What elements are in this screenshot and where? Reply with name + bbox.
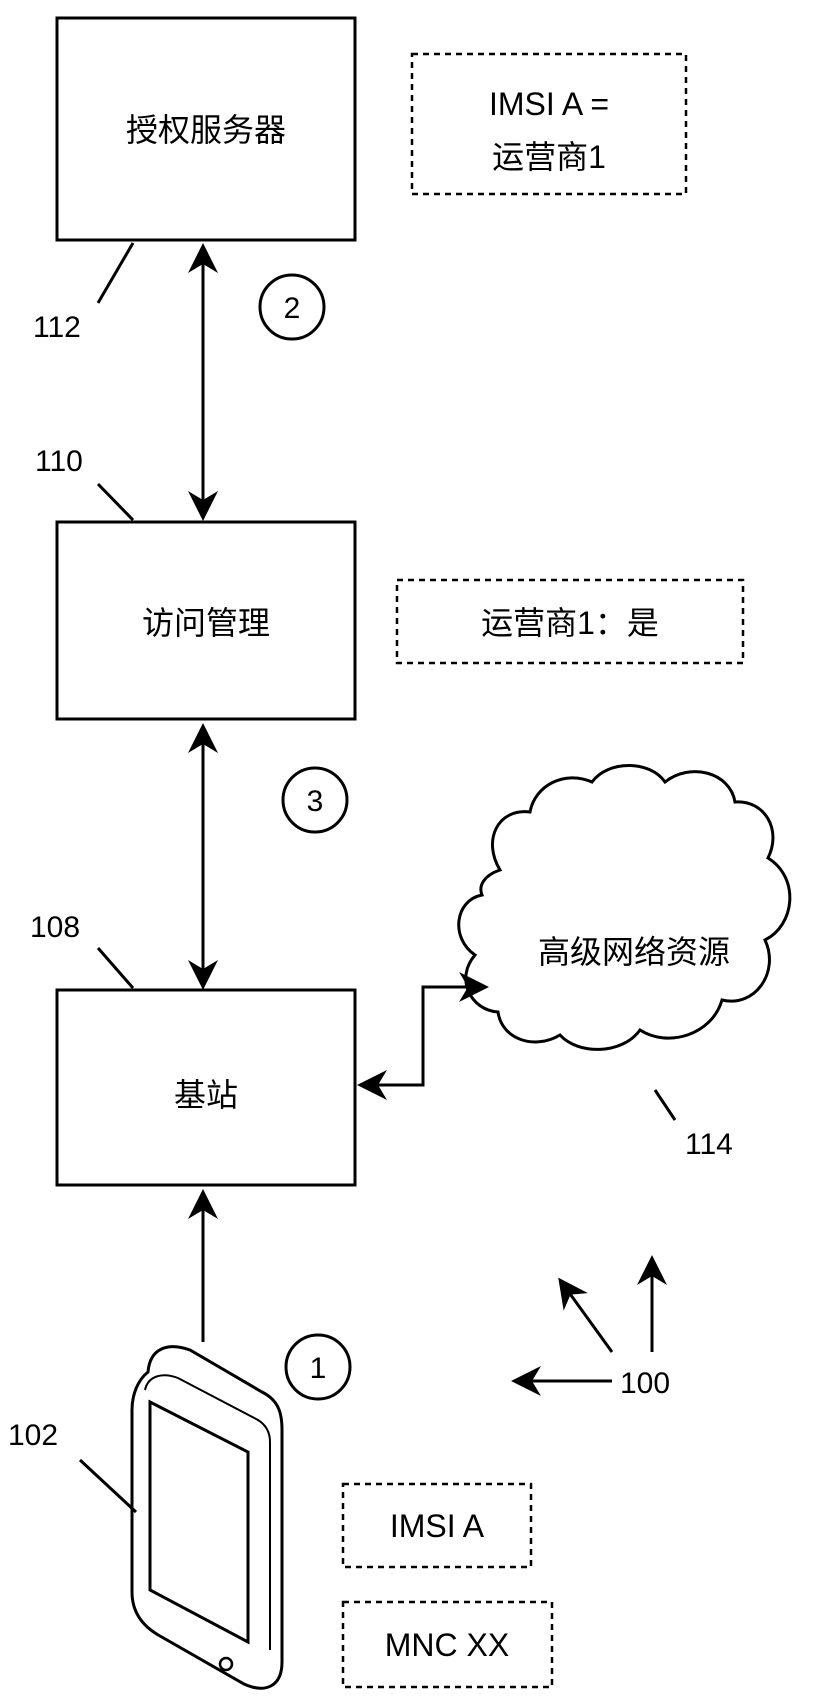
operator-yes-note: 运营商1：是 [395,578,745,665]
mobile-device [130,1345,284,1690]
operator-yes-text: 运营商1：是 [481,605,659,641]
base-station-label: 基站 [174,1077,238,1113]
ref-100: 100 [620,1367,670,1400]
reference-axes-100: 100 [511,1255,670,1400]
access-management-box: 访问管理 [55,520,357,721]
imsi-operator-note: IMSI A = 运营商1 [410,52,688,196]
step-3-number: 3 [307,785,324,818]
auth-server-label: 授权服务器 [126,112,286,148]
cloud-label: 高级网络资源 [538,934,730,970]
imsi-text: IMSI A [390,1508,485,1544]
cloud-resources: 高级网络资源 [457,764,792,1051]
step-1-badge: 1 [284,1333,352,1401]
phone-home-button [218,1656,234,1672]
axis-diagonal-arrow [558,1277,614,1353]
phone-inner-edge [144,1374,271,1650]
cloud-shape [457,764,792,1051]
ref-112-leader [96,242,135,304]
imsi-note: IMSI A [341,1482,533,1569]
auth-server-box: 授权服务器 [55,16,357,242]
step-2-number: 2 [284,292,301,325]
ref-108: 108 [30,911,80,944]
ref-108-leader [96,947,135,989]
ref-102: 102 [8,1419,58,1452]
step-1-number: 1 [310,1352,327,1385]
mnc-note: MNC XX [341,1600,554,1689]
imsi-operator-line2: 运营商1 [492,139,606,175]
ref-110-leader [96,482,135,522]
step-3-badge: 3 [281,766,349,834]
ref-114-leader [653,1089,677,1121]
imsi-operator-line1: IMSI A = [489,86,609,122]
access-management-label: 访问管理 [142,605,270,641]
step-2-badge: 2 [258,273,326,341]
ref-110: 110 [35,445,83,478]
ref-102-leader [78,1458,138,1514]
base-cloud-arrow [357,972,489,1100]
base-station-box: 基站 [55,988,357,1187]
phone-screen [148,1399,250,1645]
ref-114: 114 [685,1128,733,1161]
ref-112: 112 [33,311,81,344]
mnc-text: MNC XX [385,1627,509,1663]
